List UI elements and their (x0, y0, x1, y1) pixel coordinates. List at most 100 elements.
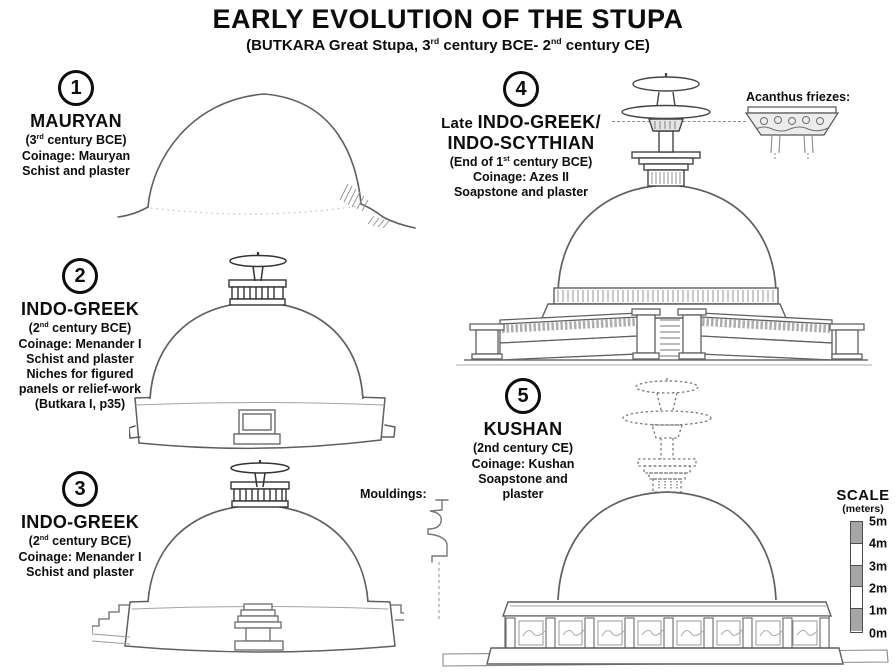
era-sup: rd (36, 132, 44, 142)
section-5-number-badge: 5 (505, 378, 541, 414)
section-4-label: 4 Late INDO-GREEK/ INDO-SCYTHIAN (End of… (430, 71, 612, 200)
scale-title: SCALE (836, 487, 890, 504)
section-3-number-badge: 3 (62, 471, 98, 507)
scale-segment (851, 522, 862, 544)
acanthus-ornament (755, 116, 829, 132)
section-5-heading: KUSHAN (483, 419, 563, 439)
section-4-number-badge: 4 (503, 71, 539, 107)
umbrella (230, 460, 290, 488)
subtitle-part: (BUTKARA Great Stupa, 3 (246, 37, 431, 54)
ground-line (456, 359, 872, 366)
dome (557, 491, 777, 601)
scale-segment (851, 609, 862, 631)
page-title: EARLY EVOLUTION OF THE STUPA (212, 4, 684, 34)
finial-mast (621, 73, 711, 187)
era-text: (2 (28, 534, 40, 549)
heading-prefix: Late (441, 115, 478, 132)
scale-tick-3m: 3m (869, 559, 888, 574)
scale-segment (851, 543, 862, 566)
section-3-label: 3 INDO-GREEK (2nd century BCE) Coinage: … (0, 471, 160, 580)
base-line (150, 205, 359, 215)
front-stairs (660, 319, 680, 357)
section-4-heading: Late INDO-GREEK/ (430, 112, 612, 133)
front-stairs (234, 603, 284, 651)
dome (557, 184, 777, 293)
lower-parasol (621, 104, 711, 120)
scale-tick-1m: 1m (869, 603, 888, 618)
era-text: (3 (25, 133, 37, 148)
heading-text: INDO-GREEK/ (477, 112, 601, 132)
era-sup: st (503, 153, 510, 163)
section-5-era: (2nd century CE) (444, 441, 602, 456)
section-3-heading: INDO-GREEK (20, 512, 139, 532)
scale-tick-5m: 5m (869, 514, 888, 529)
harmika (230, 481, 290, 508)
subtitle-part: century BCE- 2 (439, 37, 551, 54)
dome-outline (147, 93, 362, 208)
umbrella (229, 252, 287, 282)
section-1-details: Coinage: Mauryan Schist and plaster (21, 148, 131, 178)
indo-greek-stupa-drawing (129, 252, 396, 450)
reconstructed-chattra (622, 378, 712, 493)
scale-tick-2m: 2m (869, 581, 888, 596)
era-text: (End of 1 (449, 155, 504, 170)
section-4-era: (End of 1st century BCE) (430, 153, 612, 170)
scale-unit: (meters) (842, 503, 884, 515)
subtitle-sup: nd (550, 36, 562, 46)
indo-scythian-stupa-drawing (456, 73, 872, 366)
section-3-era: (2nd century BCE) (0, 533, 160, 549)
gate-pillars (469, 308, 865, 360)
acanthus-frieze-drawing (744, 106, 840, 160)
drum-frieze (540, 287, 788, 319)
section-2-heading: INDO-GREEK (20, 299, 139, 319)
scale-tick-4m: 4m (869, 536, 888, 551)
scale-bar (850, 521, 863, 633)
dome (149, 301, 364, 400)
left-skirt (117, 206, 149, 218)
scale-segment (851, 565, 862, 588)
scale-tick-0m: 0m (869, 626, 888, 641)
era-text: century BCE) (48, 321, 132, 336)
section-1-era: (3rd century BCE) (2, 132, 150, 148)
section-4-details: Coinage: Azes II Soapstone and plaster (453, 170, 589, 200)
harmika (228, 279, 287, 306)
era-text: (2nd century CE) (472, 441, 573, 456)
section-1-heading: MAURYAN (30, 111, 122, 131)
era-text: (2 (28, 321, 40, 336)
plinth (486, 647, 844, 665)
mauryan-stupa-drawing (117, 93, 416, 229)
section-1-number-badge: 1 (58, 70, 94, 106)
scale-legend: SCALE (meters) 5m 4m 3m 2m 1m 0m (831, 487, 895, 647)
front-niche (233, 409, 281, 445)
kushan-stupa-drawing (442, 378, 889, 667)
mouldings-label: Mouldings: (360, 487, 427, 501)
frieze-legs (770, 134, 814, 160)
side-stairs (92, 604, 404, 645)
section-4-heading-line2: INDO-SCYTHIAN (447, 132, 595, 153)
page-subtitle: (BUTKARA Great Stupa, 3rd century BCE- 2… (0, 36, 896, 54)
section-3-details: Coinage: Menander I Schist and plaster (18, 549, 142, 579)
dome (147, 504, 369, 603)
era-text: century BCE) (43, 133, 127, 148)
acanthus-label: Acanthus friezes: (746, 90, 851, 104)
right-skirt (360, 203, 416, 229)
subtitle-part: century CE) (561, 37, 650, 54)
moulding-profile-drawing (427, 499, 449, 620)
relief-panel-wall (504, 615, 830, 649)
indo-greek-stupa-stairs-drawing (92, 460, 404, 653)
section-2-details: Coinage: Menander I Schist and plaster N… (18, 336, 142, 411)
upper-parasol (632, 76, 700, 92)
era-sup: nd (39, 320, 49, 330)
section-1-label: 1 MAURYAN (3rd century BCE) Coinage: Mau… (2, 70, 150, 179)
section-5-label: 5 KUSHAN (2nd century CE) Coinage: Kusha… (444, 378, 602, 502)
section-2-label: 2 INDO-GREEK (2nd century BCE) Coinage: … (0, 258, 160, 412)
section-5-details: Coinage: Kushan Soapstone and plaster (471, 456, 575, 501)
relief-panels (518, 620, 819, 646)
shading-hatch (339, 183, 390, 229)
balustrade (499, 312, 833, 361)
subtitle-sup: rd (430, 36, 440, 46)
scale-segment (851, 587, 862, 610)
era-text: century BCE) (48, 534, 132, 549)
section-2-number-badge: 2 (62, 258, 98, 294)
